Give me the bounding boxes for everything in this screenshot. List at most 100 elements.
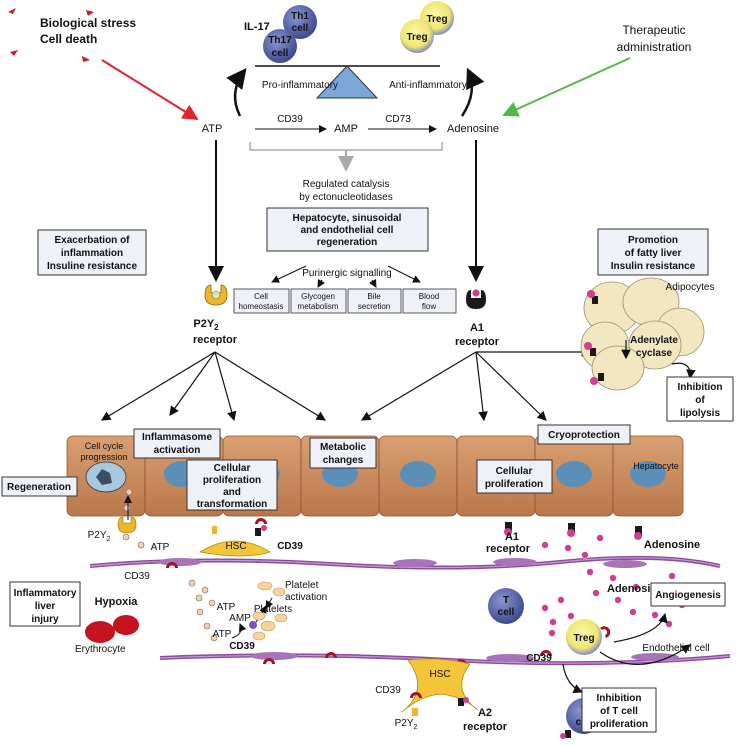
svg-text:Treg: Treg xyxy=(573,633,594,644)
balance-fulcrum-icon xyxy=(315,65,379,99)
svg-text:A1: A1 xyxy=(505,531,519,543)
th1-cell xyxy=(283,5,317,39)
svg-text:HSC: HSC xyxy=(429,669,450,680)
cd39-treg-label: CD39 xyxy=(526,653,552,664)
a1-receptor-icon xyxy=(590,348,596,356)
stress-line1: Biological stress xyxy=(40,16,136,30)
svg-text:administration: administration xyxy=(617,40,692,54)
hepatocyte-layer: Cell cycle progression Hepatocyte xyxy=(66,435,684,520)
platelets: Platelet activation Platelets xyxy=(252,580,327,641)
cd39-enzyme-label: CD39 xyxy=(277,114,303,125)
adipocytes-label: Adipocytes xyxy=(666,282,715,293)
svg-text:Inhibition: Inhibition xyxy=(597,693,642,704)
svg-text:Platelets: Platelets xyxy=(254,604,292,615)
svg-text:Insuline resistance: Insuline resistance xyxy=(47,261,137,272)
svg-text:Inflammatory: Inflammatory xyxy=(14,588,77,599)
amp-label: AMP xyxy=(334,123,358,135)
endothelium-upper xyxy=(89,555,721,570)
cd39-enzymes xyxy=(166,518,552,665)
hsc-lower: HSC CD39 P2Y2 A2 receptor xyxy=(375,658,508,733)
svg-text:Cellular: Cellular xyxy=(496,466,533,477)
svg-text:HSC: HSC xyxy=(225,541,246,552)
function-box: Glycogen metabolism xyxy=(290,288,347,314)
nucleotide-pathway: ATP Adenosine AMP CD39 CD73 Regulated ca… xyxy=(202,114,499,203)
p2y2-receptor-icon xyxy=(212,526,217,534)
svg-text:proliferation: proliferation xyxy=(590,719,648,730)
stress-arrow xyxy=(101,59,199,121)
svg-text:Th1: Th1 xyxy=(291,11,309,22)
damage-shard-icon xyxy=(8,8,16,14)
proliferation-box: Cellular proliferation and transformatio… xyxy=(186,459,278,511)
svg-text:CD39: CD39 xyxy=(375,685,401,696)
damage-shard-icon xyxy=(86,10,94,16)
svg-text:cell: cell xyxy=(292,23,309,34)
cd39-enzyme-icon xyxy=(263,658,275,664)
svg-text:receptor: receptor xyxy=(455,336,500,348)
svg-text:Bile: Bile xyxy=(367,292,381,301)
svg-text:Hepatocyte, sinusoidal: Hepatocyte, sinusoidal xyxy=(293,213,402,224)
svg-text:metabolism: metabolism xyxy=(298,302,339,311)
svg-text:Metabolic: Metabolic xyxy=(320,442,367,453)
function-boxes: Cell homeostasis Glycogen metabolism Bil… xyxy=(233,288,457,314)
cd39-enzyme-icon xyxy=(166,562,178,568)
svg-text:transformation: transformation xyxy=(197,499,268,510)
a2-receptor-icon xyxy=(458,698,464,706)
a2-receptor-icon xyxy=(565,730,571,738)
th-cells: IL-17 Th1 cell Th17 cell xyxy=(244,5,317,63)
a1-receptor-icon xyxy=(466,290,486,309)
svg-text:lipolysis: lipolysis xyxy=(680,408,720,419)
svg-text:T: T xyxy=(503,595,509,606)
svg-text:CD39: CD39 xyxy=(229,641,255,652)
svg-text:activation: activation xyxy=(285,592,327,603)
svg-text:flow: flow xyxy=(422,302,436,311)
a2-receptor-icon xyxy=(255,528,261,536)
purinergic-label: Purinergic signalling xyxy=(302,268,392,279)
cd39-enzyme-icon xyxy=(540,650,552,656)
angiogenesis-box: Angiogenesis xyxy=(650,582,726,607)
svg-text:inflammation: inflammation xyxy=(61,248,123,259)
damage-shard-icon xyxy=(10,50,18,56)
treg-cells: Treg Treg xyxy=(400,1,454,53)
svg-text:injury: injury xyxy=(31,614,59,625)
svg-text:progression: progression xyxy=(80,452,127,462)
svg-text:and endothelial cell: and endothelial cell xyxy=(301,225,394,236)
therapeutic-arrow xyxy=(502,57,631,117)
function-box: Cell homeostasis xyxy=(233,288,290,314)
adipocyte-cluster: Adipocytes Adenylate cyclase xyxy=(580,277,715,391)
svg-text:P2Y2: P2Y2 xyxy=(193,318,219,332)
balance-scale: Pro-inflammatory Anti-inflammatory xyxy=(255,65,467,99)
t-cell-upper: T cell xyxy=(488,588,524,624)
regeneration-box: Hepatocyte, sinusoidal and endothelial c… xyxy=(266,207,429,252)
svg-text:ATP: ATP xyxy=(213,629,232,640)
svg-text:Angiogenesis: Angiogenesis xyxy=(655,590,721,601)
svg-text:Treg: Treg xyxy=(426,14,447,25)
p2y2-receptor: P2Y2 receptor xyxy=(193,284,238,346)
svg-text:receptor: receptor xyxy=(463,721,508,733)
pro-arrow xyxy=(226,68,247,117)
svg-text:Adenosine: Adenosine xyxy=(644,539,700,551)
p2y2-receptor-icon xyxy=(412,708,418,716)
cell-proliferation-box: Cellular proliferation xyxy=(476,459,553,494)
svg-text:Adenylate: Adenylate xyxy=(630,335,678,346)
function-box: Bile secretion xyxy=(347,288,402,314)
nucleus xyxy=(630,461,666,487)
svg-text:of: of xyxy=(695,395,705,406)
lipolysis-box: Inhibition of lipolysis xyxy=(666,376,734,422)
svg-text:receptor: receptor xyxy=(486,543,531,555)
svg-text:cell: cell xyxy=(272,48,289,59)
svg-text:Cell: Cell xyxy=(254,292,268,301)
cryoprotection-box: Cryoprotection xyxy=(537,424,631,445)
svg-text:Insulin resistance: Insulin resistance xyxy=(611,261,696,272)
svg-text:receptor: receptor xyxy=(193,334,238,346)
svg-text:changes: changes xyxy=(323,455,364,466)
svg-text:Promotion: Promotion xyxy=(628,235,678,246)
metabolic-box: Metabolic changes xyxy=(309,437,377,469)
svg-text:Regeneration: Regeneration xyxy=(7,482,71,493)
damage-shard-icon xyxy=(82,56,90,62)
svg-text:P2Y2: P2Y2 xyxy=(88,530,111,543)
svg-text:ATP: ATP xyxy=(151,542,170,553)
svg-text:Cryoprotection: Cryoprotection xyxy=(548,430,620,441)
a1-receptor-icon xyxy=(598,373,604,381)
erythrocyte-label: Erythrocyte xyxy=(75,644,126,655)
svg-text:P2Y2: P2Y2 xyxy=(395,718,418,731)
